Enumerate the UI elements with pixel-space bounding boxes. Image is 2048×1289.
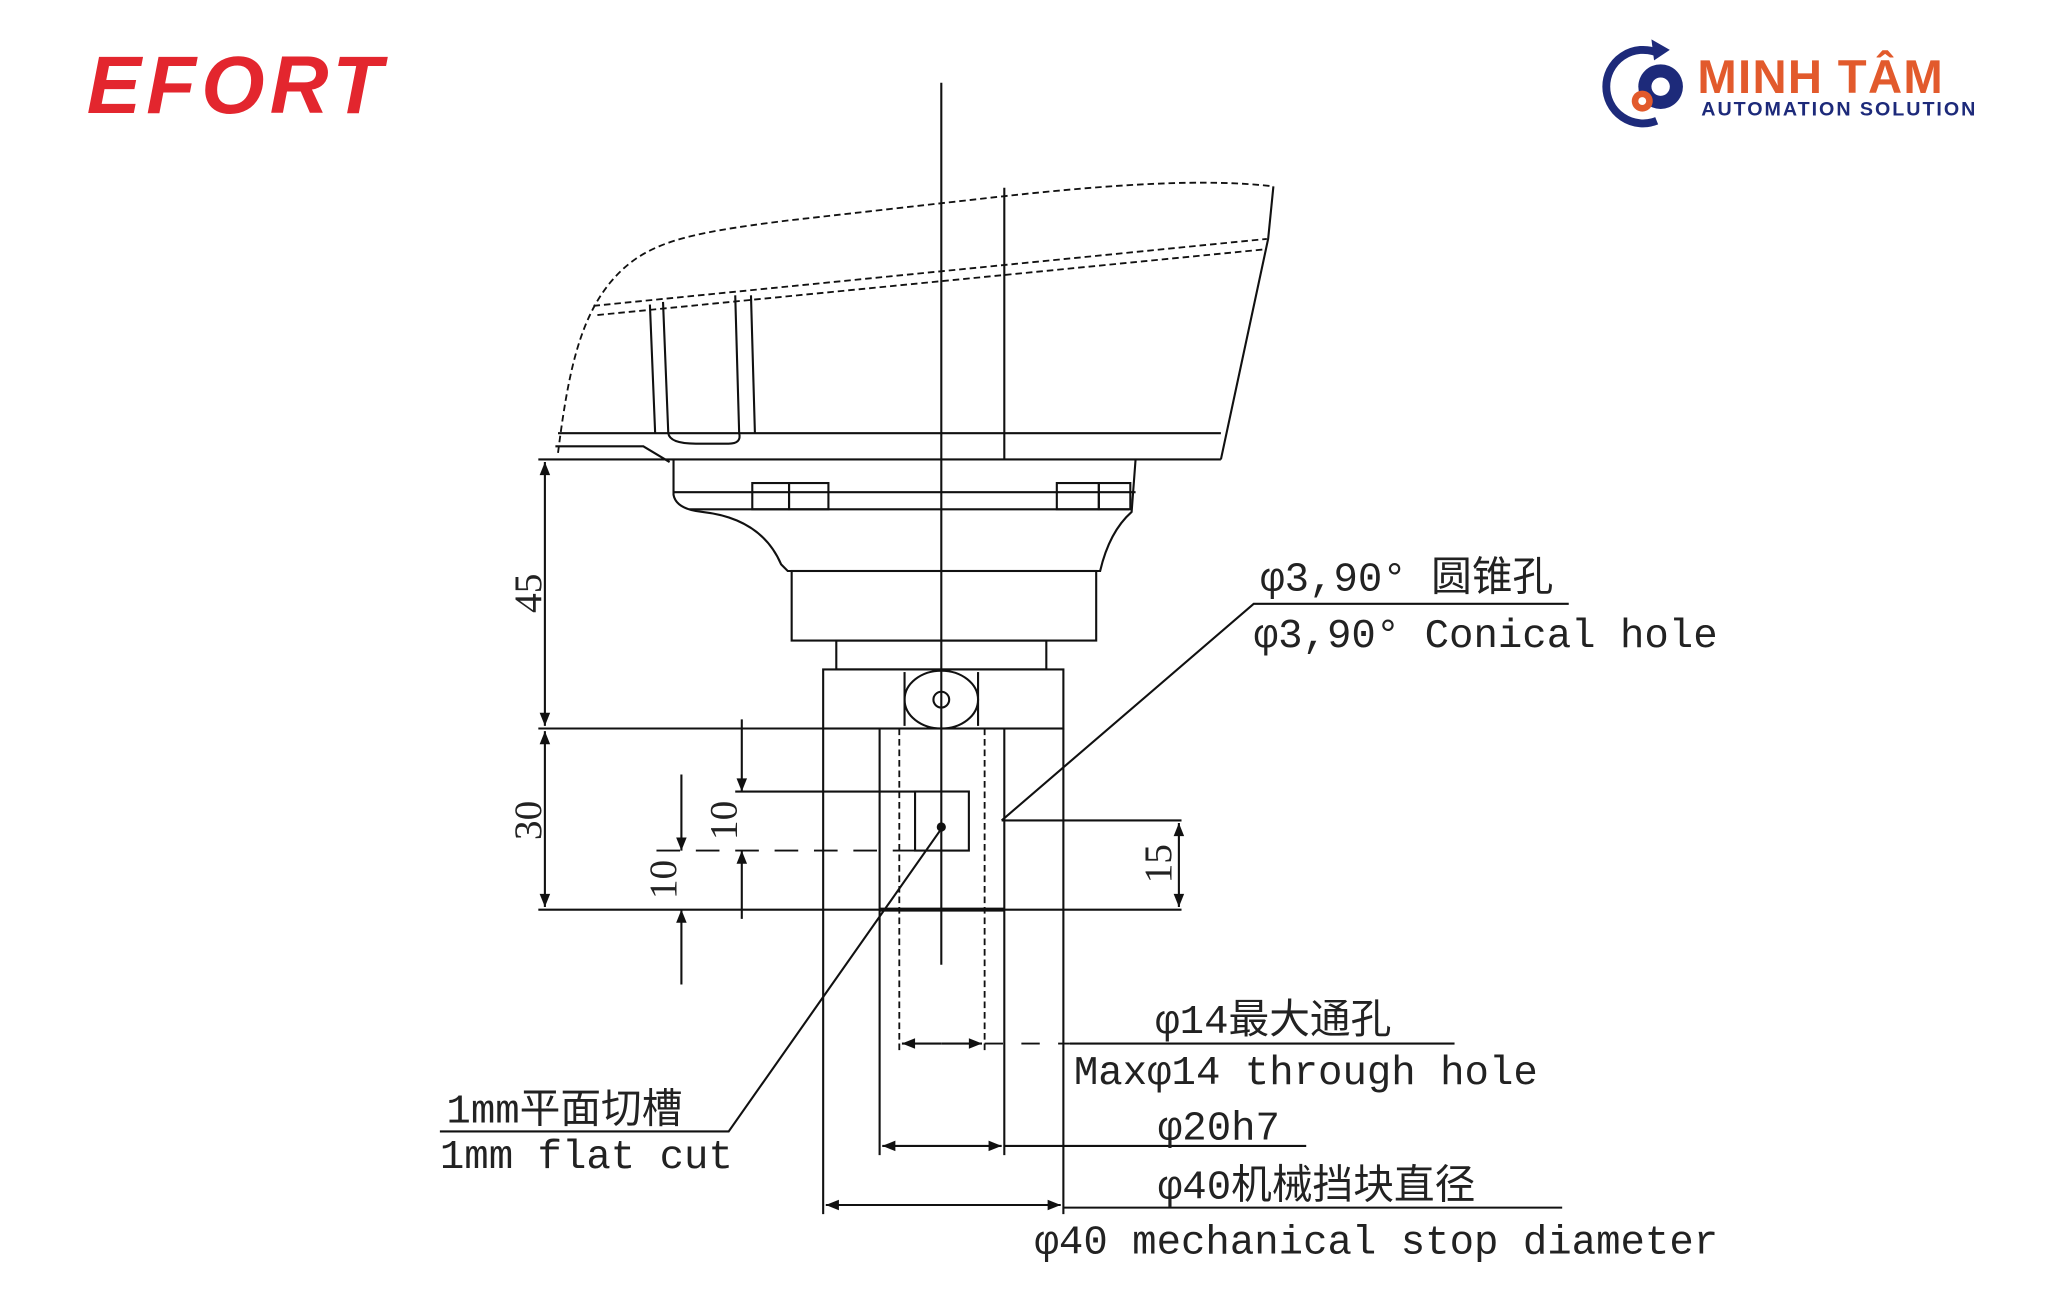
horizontal-dimensions (825, 1038, 1563, 1211)
dim-30: 30 (506, 801, 550, 840)
svg-text:AUTOMATION SOLUTION: AUTOMATION SOLUTION (1701, 99, 1977, 121)
svg-text:MINH TÂM: MINH TÂM (1697, 49, 1944, 104)
conical-hole-label-en: φ3,90° Conical hole (1254, 614, 1718, 660)
through-hole-label-cn: φ14最大通孔 (1155, 998, 1391, 1046)
minh-tam-logo: MINH TÂM AUTOMATION SOLUTION (1602, 39, 1977, 128)
vertical-dimensions: 45 30 10 10 15 (506, 462, 1185, 985)
leader-lines (439, 602, 1569, 1133)
robot-wrist-head (538, 181, 1275, 463)
conical-hole-label-cn: φ3,90° 圆锥孔 (1260, 556, 1553, 604)
dim-10-upper: 10 (702, 801, 746, 840)
svg-text:EFORT: EFORT (87, 40, 389, 131)
stop-diameter-label-cn: φ40机械挡块直径 (1158, 1163, 1475, 1211)
dim-10-lower: 10 (641, 860, 685, 899)
through-hole-label-en: Maxφ14 through hole (1074, 1051, 1538, 1097)
gear-arrow-icon (1602, 39, 1683, 128)
flat-cut-label-cn: 1mm平面切槽 (446, 1087, 682, 1135)
shaft-diameter-label: φ20h7 (1158, 1106, 1280, 1152)
flat-cut-label-en: 1mm flat cut (440, 1135, 733, 1181)
efort-logo: EFORT (87, 40, 389, 131)
flange (672, 459, 1137, 730)
extension-lines (538, 727, 1182, 911)
shaft (822, 728, 1065, 1215)
dim-45: 45 (506, 574, 550, 613)
stop-diameter-label-en: φ40 mechanical stop diameter (1035, 1221, 1719, 1267)
dim-15: 15 (1136, 844, 1180, 883)
